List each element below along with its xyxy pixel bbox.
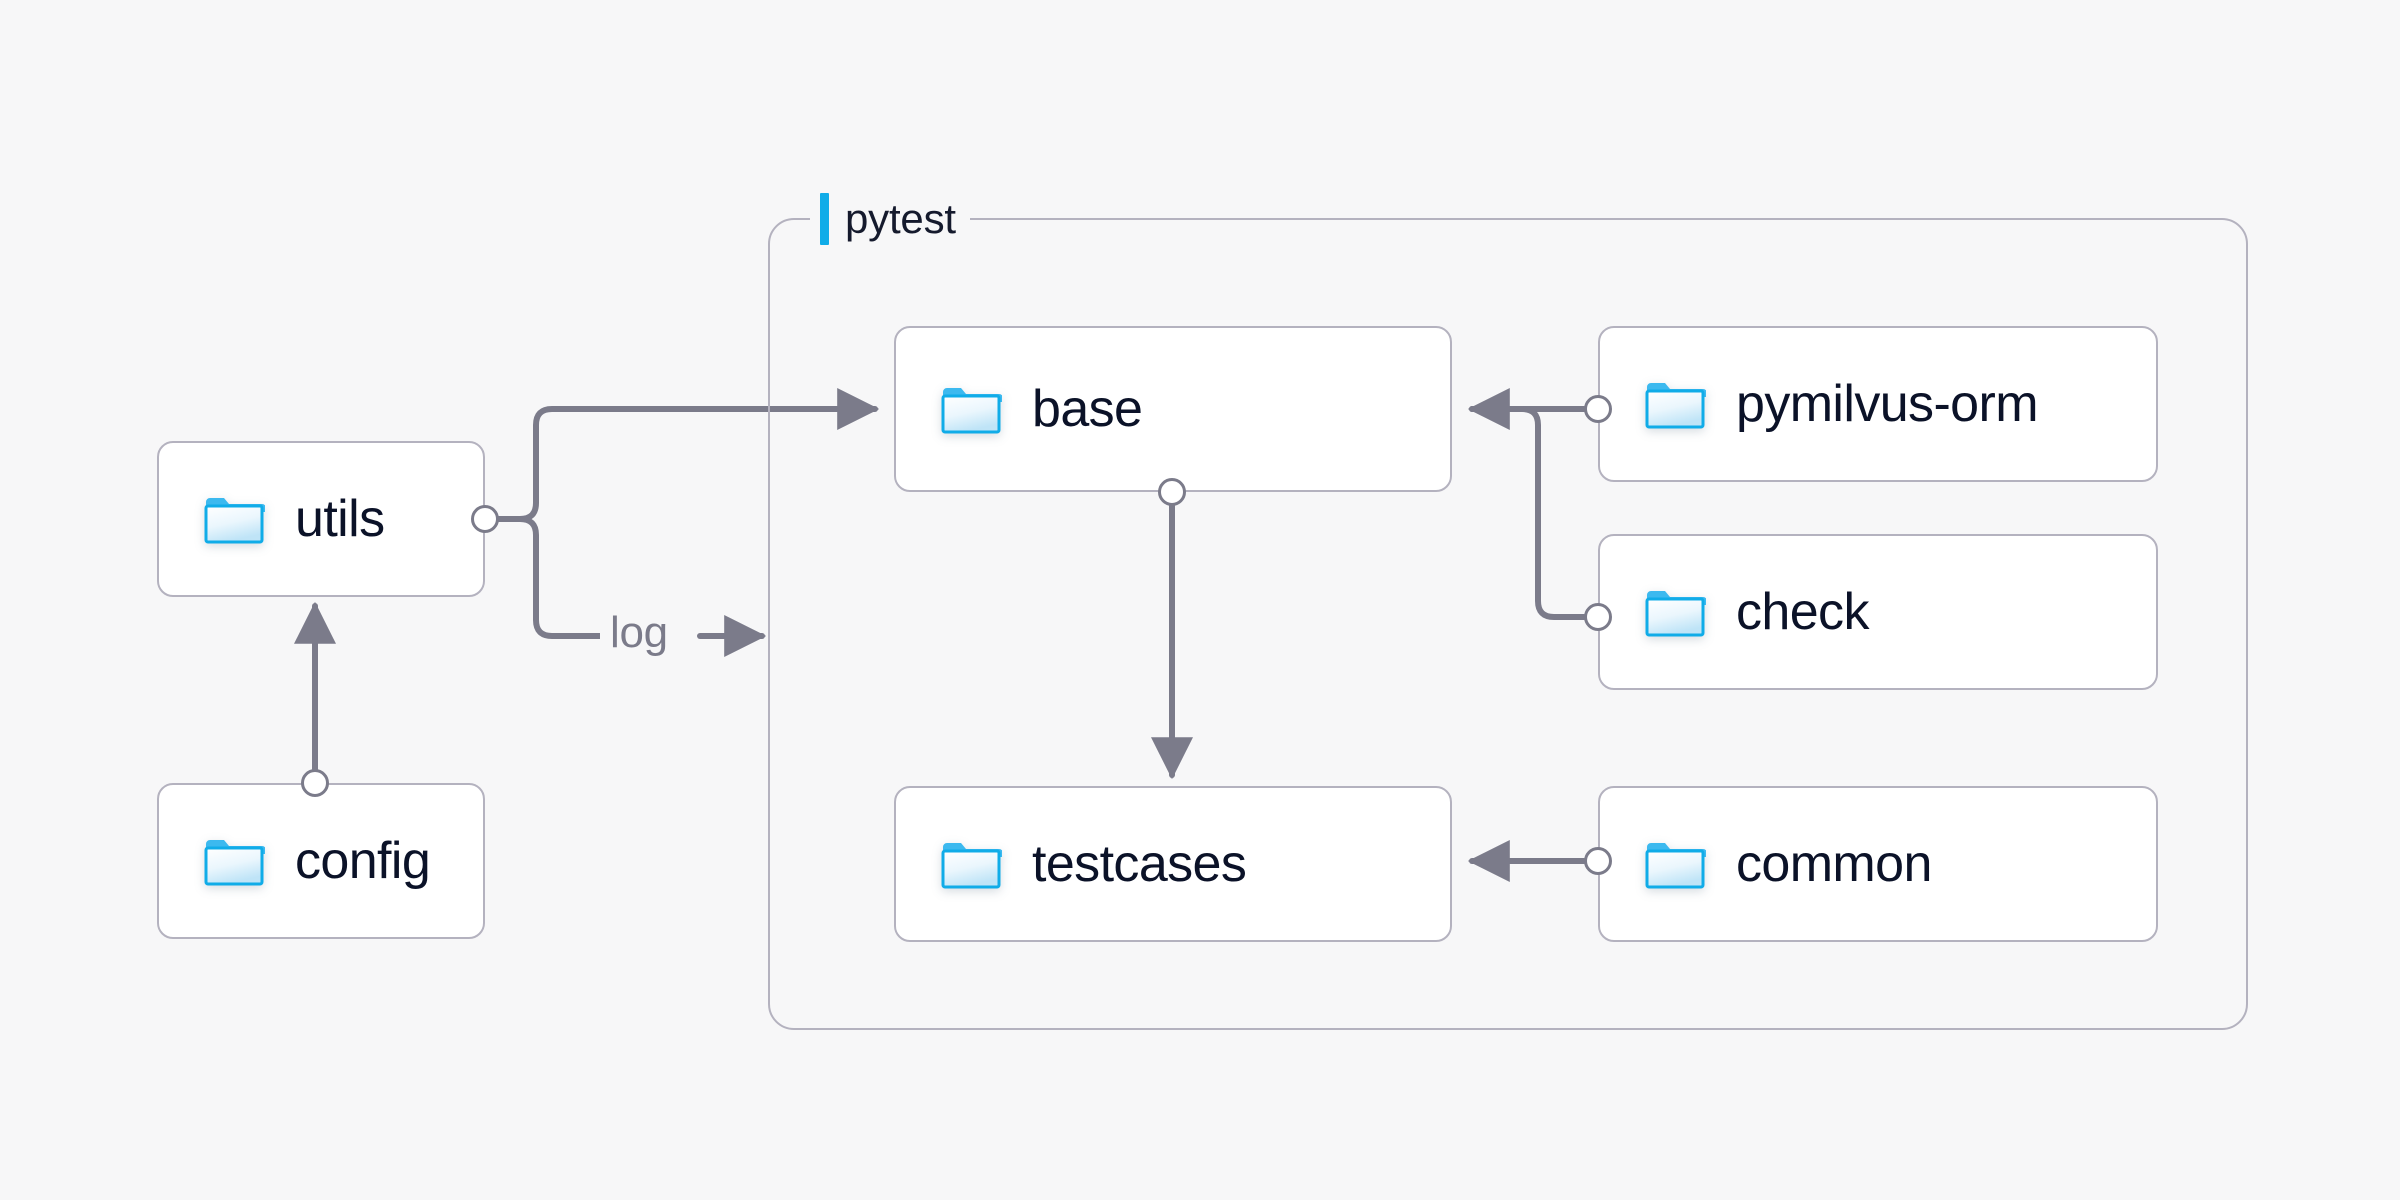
edge-utils-to-pytest-log [482, 516, 603, 639]
port-common-left[interactable] [1584, 847, 1612, 875]
folder-icon [1644, 586, 1707, 638]
node-base[interactable]: base [894, 326, 1452, 492]
port-config-top[interactable] [301, 769, 329, 797]
node-common[interactable]: common [1598, 786, 2158, 942]
node-label: check [1736, 583, 1869, 641]
folder-icon [1644, 378, 1707, 430]
node-config[interactable]: config [157, 783, 485, 939]
port-utils-right[interactable] [471, 505, 499, 533]
port-pymilvus-orm-left[interactable] [1584, 395, 1612, 423]
group-title-text: pytest [845, 195, 956, 242]
node-pymilvus-orm[interactable]: pymilvus-orm [1598, 326, 2158, 482]
node-check[interactable]: check [1598, 534, 2158, 690]
node-label: pymilvus-orm [1736, 375, 2039, 433]
port-check-left[interactable] [1584, 603, 1612, 631]
node-label: common [1736, 835, 1932, 893]
folder-icon [1644, 838, 1707, 890]
node-utils[interactable]: utils [157, 441, 485, 597]
folder-icon [940, 838, 1003, 890]
pytest-group-container[interactable] [768, 218, 2248, 1030]
node-label: config [295, 832, 431, 890]
pytest-group-label: pytest [810, 190, 970, 248]
node-testcases[interactable]: testcases [894, 786, 1452, 942]
folder-icon [940, 383, 1003, 435]
folder-icon [203, 835, 266, 887]
node-label: base [1032, 380, 1143, 438]
accent-bar-icon [820, 193, 829, 245]
node-label: utils [295, 490, 385, 548]
port-base-bottom[interactable] [1158, 478, 1186, 506]
node-label: testcases [1032, 835, 1247, 893]
folder-icon [203, 493, 266, 545]
edge-label-log: log [600, 608, 678, 658]
